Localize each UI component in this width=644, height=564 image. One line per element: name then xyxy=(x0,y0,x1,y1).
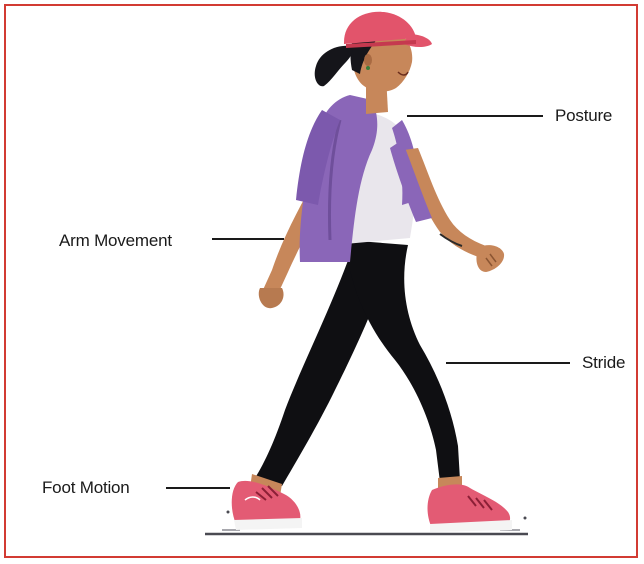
leader-stride xyxy=(446,362,570,364)
front-shoe xyxy=(428,484,513,532)
leader-foot-motion xyxy=(166,487,230,489)
label-foot-motion: Foot Motion xyxy=(42,478,130,498)
front-leg xyxy=(345,240,462,492)
label-posture: Posture xyxy=(555,106,612,126)
leader-posture xyxy=(407,115,543,117)
cap xyxy=(344,12,432,48)
leader-arm-movement xyxy=(212,238,284,240)
back-shoe xyxy=(232,481,302,530)
label-stride: Stride xyxy=(582,353,625,373)
label-arm-movement: Arm Movement xyxy=(59,231,172,251)
